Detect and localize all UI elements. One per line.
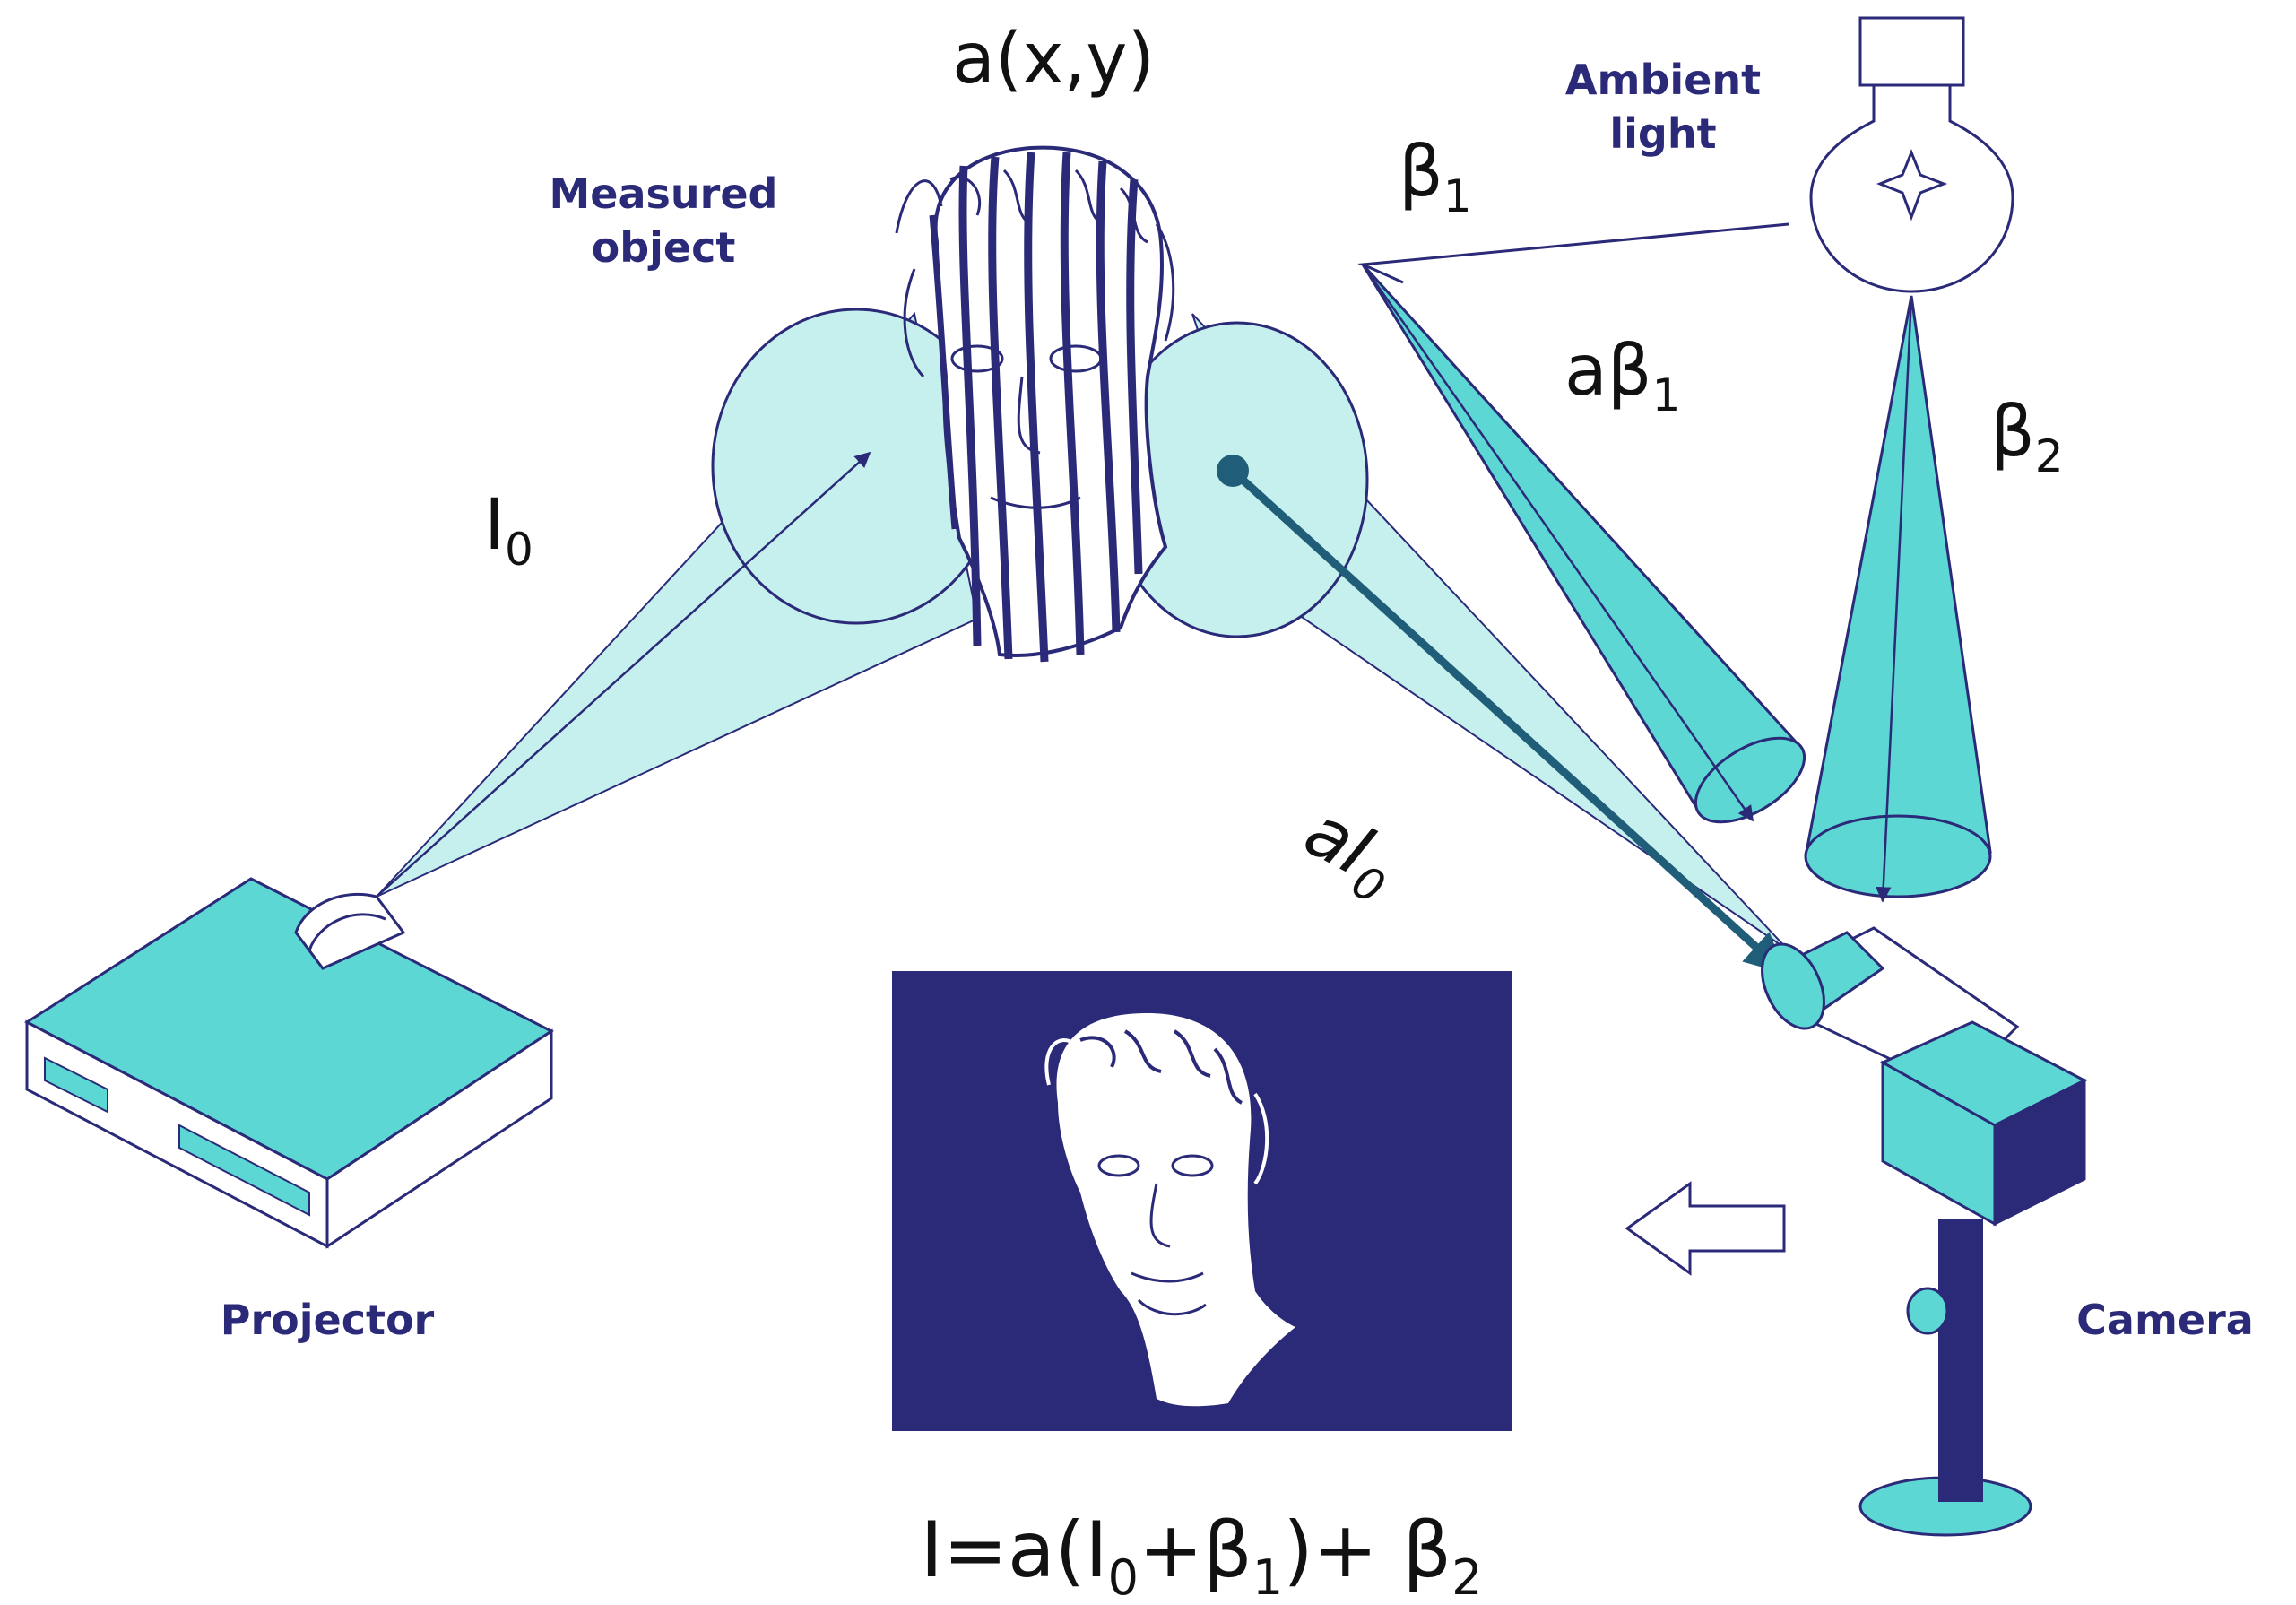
projector-icon [24,877,554,1249]
i0-base: I [484,485,505,566]
beta1-sub: 1 [1443,170,1472,222]
abeta1-label: aβ1 [1564,331,1680,421]
ambient-rays [1357,222,1992,903]
equation-part-3: )+ β [1283,1505,1451,1595]
beta2-label: β2 [1990,392,2064,482]
beta1-base: β [1399,132,1443,213]
projector-label: Projector [221,1296,435,1344]
reflectance-label: a(x,y) [952,19,1155,100]
light-bulb-icon [1809,16,2014,293]
captured-image [892,971,1512,1431]
projector-beam [376,308,1001,898]
camera-icon [1761,926,2088,1537]
ambient-light-label-line1: Ambient [1565,56,1761,104]
camera-label: Camera [2076,1296,2254,1344]
image-formation-equation: I=a(I0+β1)+ β2 [921,1505,1483,1605]
abeta1-sub: 1 [1652,369,1681,421]
beta2-sub: 2 [2035,430,2064,482]
i0-label: I0 [484,485,533,576]
equation-sub-3: 2 [1451,1549,1482,1605]
ambient-light-label-line2: light [1609,109,1716,158]
equation-sub-1: 0 [1108,1549,1139,1605]
beta1-label: β1 [1399,132,1472,222]
measured-object-label-line2: object [592,223,736,272]
measured-object-label-line1: Measured [550,169,778,218]
beta2-base: β [1990,392,2035,473]
left-arrow-icon [1625,1181,1786,1276]
i0-sub: 0 [505,524,533,576]
measured-object [895,145,1175,663]
abeta1-base: aβ [1564,331,1652,412]
camera-beam [1105,313,1789,975]
equation-part-2: +β [1139,1505,1252,1595]
equation-part-1: I=a(I [921,1505,1108,1595]
ai0-label: aI0 [1287,791,1411,914]
equation-sub-2: 1 [1252,1549,1283,1605]
